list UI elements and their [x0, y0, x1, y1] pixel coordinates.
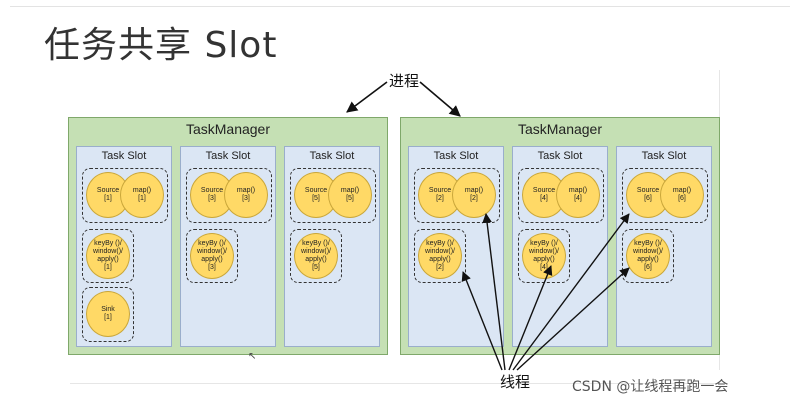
map-operator: map() [1]: [120, 172, 164, 218]
source-map-chain: Source [5] map() [5]: [290, 168, 376, 223]
keyby-group: keyBy ()/ window()/ apply() [6]: [622, 229, 674, 283]
keyby-group: keyBy ()/ window()/ apply() [1]: [82, 229, 134, 283]
thread-arrow: [508, 265, 553, 371]
keyby-group: keyBy ()/ window()/ apply() [2]: [414, 229, 466, 283]
keyby-window-apply-operator: keyBy ()/ window()/ apply() [5]: [294, 233, 338, 279]
task-manager-title: TaskManager: [185, 121, 271, 137]
thread-arrow: [512, 213, 630, 371]
map-operator: map() [4]: [556, 172, 600, 218]
source-map-chain: Source [4] map() [4]: [518, 168, 604, 223]
thread-arrow: [482, 213, 506, 371]
process-label: 进程: [389, 72, 420, 90]
task-slot-title: Task Slot: [641, 150, 687, 162]
task-slot: Task Slot Source [1] map() [1] keyBy ()/…: [76, 146, 172, 347]
top-divider: [10, 6, 790, 7]
source-map-chain: Source [6] map() [6]: [622, 168, 708, 223]
task-manager-title: TaskManager: [517, 121, 603, 137]
task-slot: Task Slot Source [4] map() [4] keyBy ()/…: [512, 146, 608, 347]
watermark: CSDN @让线程再跑一会: [572, 379, 729, 395]
task-manager-1: TaskManager Task Slot Source [1] map() […: [68, 117, 388, 355]
task-slot-title: Task Slot: [433, 150, 479, 162]
map-operator: map() [3]: [224, 172, 268, 218]
task-slot: Task Slot Source [5] map() [5] keyBy ()/…: [284, 146, 380, 347]
process-arrow-right: [419, 81, 461, 117]
keyby-window-apply-operator: keyBy ()/ window()/ apply() [1]: [86, 233, 130, 279]
thread-arrow: [461, 271, 503, 371]
mouse-cursor-icon: ↖: [248, 351, 257, 362]
keyby-window-apply-operator: keyBy ()/ window()/ apply() [2]: [418, 233, 462, 279]
keyby-group: keyBy ()/ window()/ apply() [3]: [186, 229, 238, 283]
task-slot-title: Task Slot: [205, 150, 251, 162]
map-operator: map() [6]: [660, 172, 704, 218]
keyby-window-apply-operator: keyBy ()/ window()/ apply() [6]: [626, 233, 670, 279]
task-manager-2: TaskManager Task Slot Source [2] map() […: [400, 117, 720, 355]
source-map-chain: Source [1] map() [1]: [82, 168, 168, 223]
sink-group: Sink [1]: [82, 287, 134, 342]
map-operator: map() [2]: [452, 172, 496, 218]
guide-line-horizontal: [70, 383, 720, 384]
source-map-chain: Source [3] map() [3]: [186, 168, 272, 223]
map-operator: map() [5]: [328, 172, 372, 218]
task-slot: Task Slot Source [6] map() [6] keyBy ()/…: [616, 146, 712, 347]
source-map-chain: Source [2] map() [2]: [414, 168, 500, 223]
keyby-group: keyBy ()/ window()/ apply() [5]: [290, 229, 342, 283]
task-slot: Task Slot Source [3] map() [3] keyBy ()/…: [180, 146, 276, 347]
task-slot: Task Slot Source [2] map() [2] keyBy ()/…: [408, 146, 504, 347]
thread-arrow: [516, 267, 630, 371]
task-slot-title: Task Slot: [101, 150, 147, 162]
task-slot-title: Task Slot: [537, 150, 583, 162]
task-slot-title: Task Slot: [309, 150, 355, 162]
thread-label: 线程: [500, 373, 531, 391]
sink-operator: Sink [1]: [86, 291, 130, 337]
process-arrow-left: [346, 81, 388, 113]
keyby-group: keyBy ()/ window()/ apply() [4]: [518, 229, 570, 283]
page-title: 任务共享 Slot: [44, 25, 278, 66]
keyby-window-apply-operator: keyBy ()/ window()/ apply() [3]: [190, 233, 234, 279]
